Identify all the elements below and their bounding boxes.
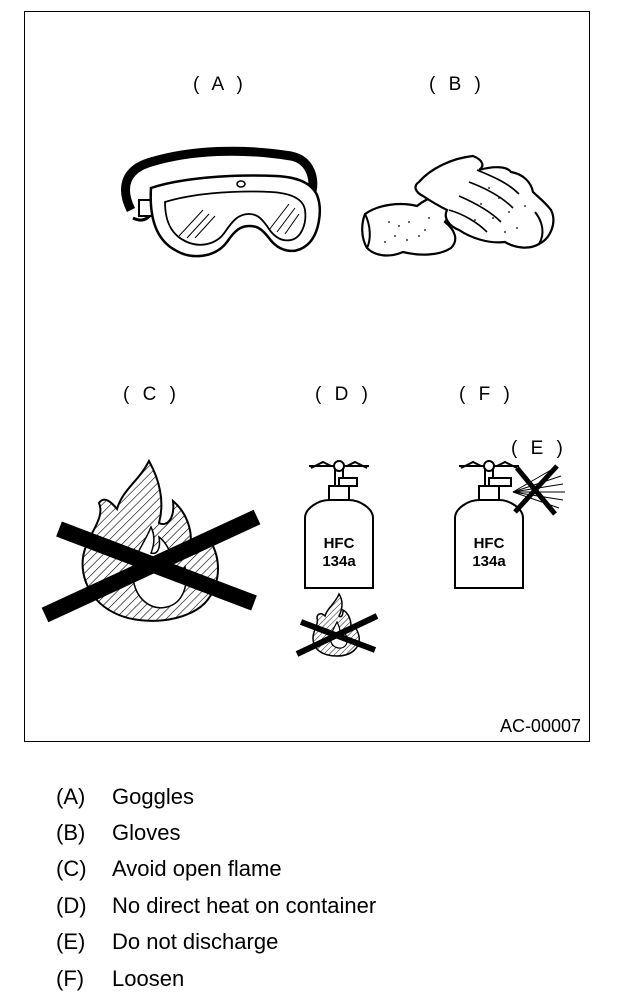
legend-text: Gloves xyxy=(112,820,181,845)
goggles-icon xyxy=(121,146,321,258)
cylinder-d-text-2: 134a xyxy=(322,553,356,570)
legend-key: (E) xyxy=(56,929,86,954)
flame-prohibited-icon xyxy=(41,458,261,623)
spray-prohibited-icon xyxy=(512,464,565,516)
refrigerant-cylinder-d-icon: HFC 134a xyxy=(304,460,374,589)
legend-text: No direct heat on container xyxy=(112,893,377,918)
refrigerant-cylinder-f-icon: HFC 134a xyxy=(454,460,524,589)
gloves-icon xyxy=(361,154,555,257)
figure-code: AC-00007 xyxy=(499,716,581,736)
label-d: ( D ) xyxy=(315,384,372,405)
legend-key: (D) xyxy=(56,893,87,918)
cylinder-d-text-1: HFC xyxy=(324,535,355,552)
cylinder-f-text-2: 134a xyxy=(472,553,506,570)
legend-text: Avoid open flame xyxy=(112,856,282,881)
small-flame-prohibited-icon xyxy=(295,592,379,657)
label-a: ( A ) xyxy=(193,74,247,95)
legend-key: (F) xyxy=(56,966,85,991)
legend-text: Do not discharge xyxy=(112,929,279,954)
label-e: ( E ) xyxy=(511,438,567,459)
label-c: ( C ) xyxy=(123,384,180,405)
legend-text: Loosen xyxy=(112,966,185,991)
label-f: ( F ) xyxy=(459,384,514,405)
cylinder-f-text-1: HFC xyxy=(474,535,505,552)
legend-text: Goggles xyxy=(112,784,194,809)
label-b: ( B ) xyxy=(429,74,485,95)
legend-key: (B) xyxy=(56,820,86,845)
legend-key: (A) xyxy=(56,784,86,809)
figure-frame: ( A ) ( B ) ( C ) ( D ) ( F ) ( E ) xyxy=(24,11,590,742)
legend-key: (C) xyxy=(56,856,87,881)
